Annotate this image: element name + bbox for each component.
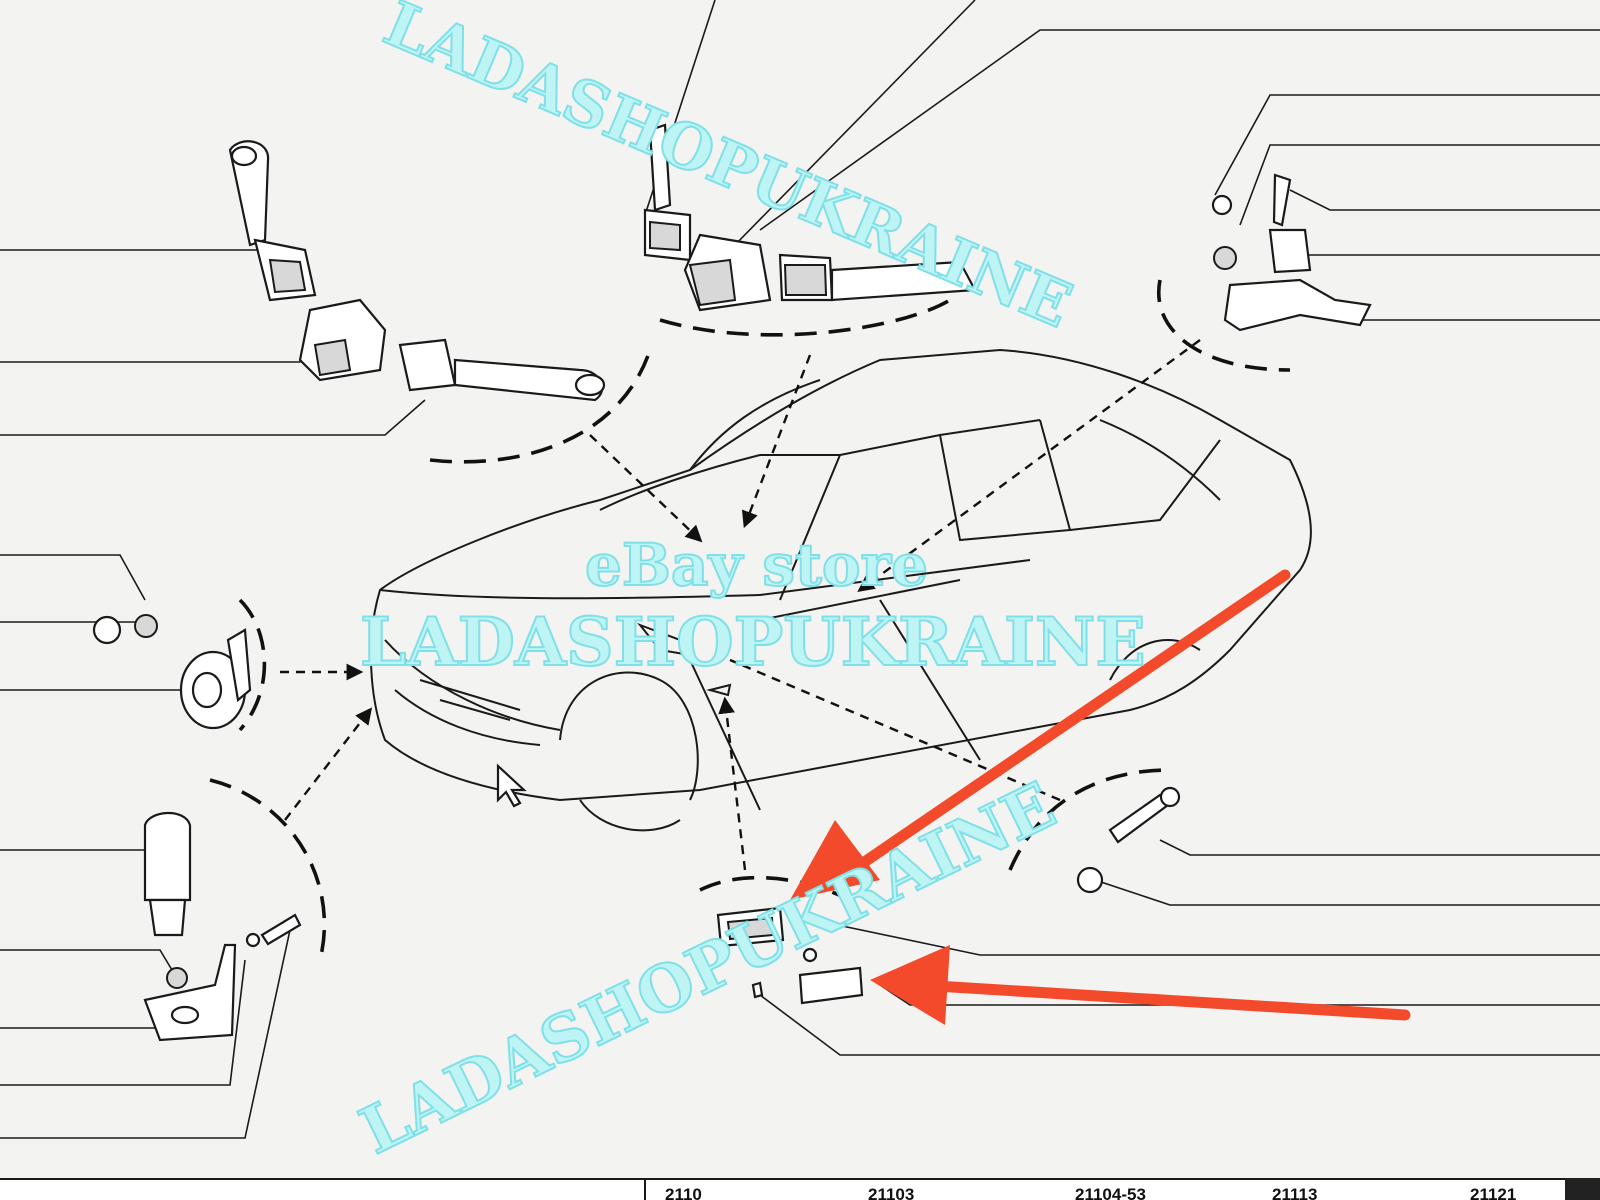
top-switch-stalk bbox=[643, 123, 692, 262]
footer-table: 2110 21103 21104-53 21113 21121 bbox=[0, 1178, 1600, 1200]
watermark-bottom: LADASHOPUKRAINE bbox=[349, 768, 1067, 1169]
red-arrow-lower bbox=[870, 945, 1411, 1025]
sensor-bracket bbox=[143, 811, 302, 1042]
dashed-arrows bbox=[280, 339, 1201, 871]
side-light-lens bbox=[751, 947, 864, 1005]
footer-code-1: 2110 bbox=[665, 1185, 702, 1200]
group-arcs bbox=[209, 279, 1291, 961]
horn-assembly bbox=[92, 614, 252, 730]
footer-code-3: 21104-53 bbox=[1075, 1185, 1146, 1200]
top-switch-body bbox=[683, 233, 772, 312]
footer-code-5: 21121 bbox=[1470, 1185, 1516, 1200]
red-arrow-upper bbox=[790, 569, 1291, 900]
car-outline bbox=[369, 348, 1312, 832]
watermark-middle-line2: LADASHOPUKRAINE bbox=[360, 603, 1146, 681]
bolt-and-nut bbox=[1076, 786, 1181, 894]
footer-code-4: 21113 bbox=[1272, 1185, 1317, 1200]
side-light-housing bbox=[716, 906, 785, 948]
top-right-bracket bbox=[1211, 173, 1372, 332]
left-switch-stalk bbox=[228, 140, 317, 302]
watermark-middle-line1: eBay store bbox=[585, 531, 928, 599]
top-switch-right-stalk bbox=[778, 253, 977, 302]
footer-code-2: 21103 bbox=[868, 1185, 914, 1200]
right-switch-stalk bbox=[398, 338, 606, 402]
left-switch-body bbox=[298, 298, 387, 382]
